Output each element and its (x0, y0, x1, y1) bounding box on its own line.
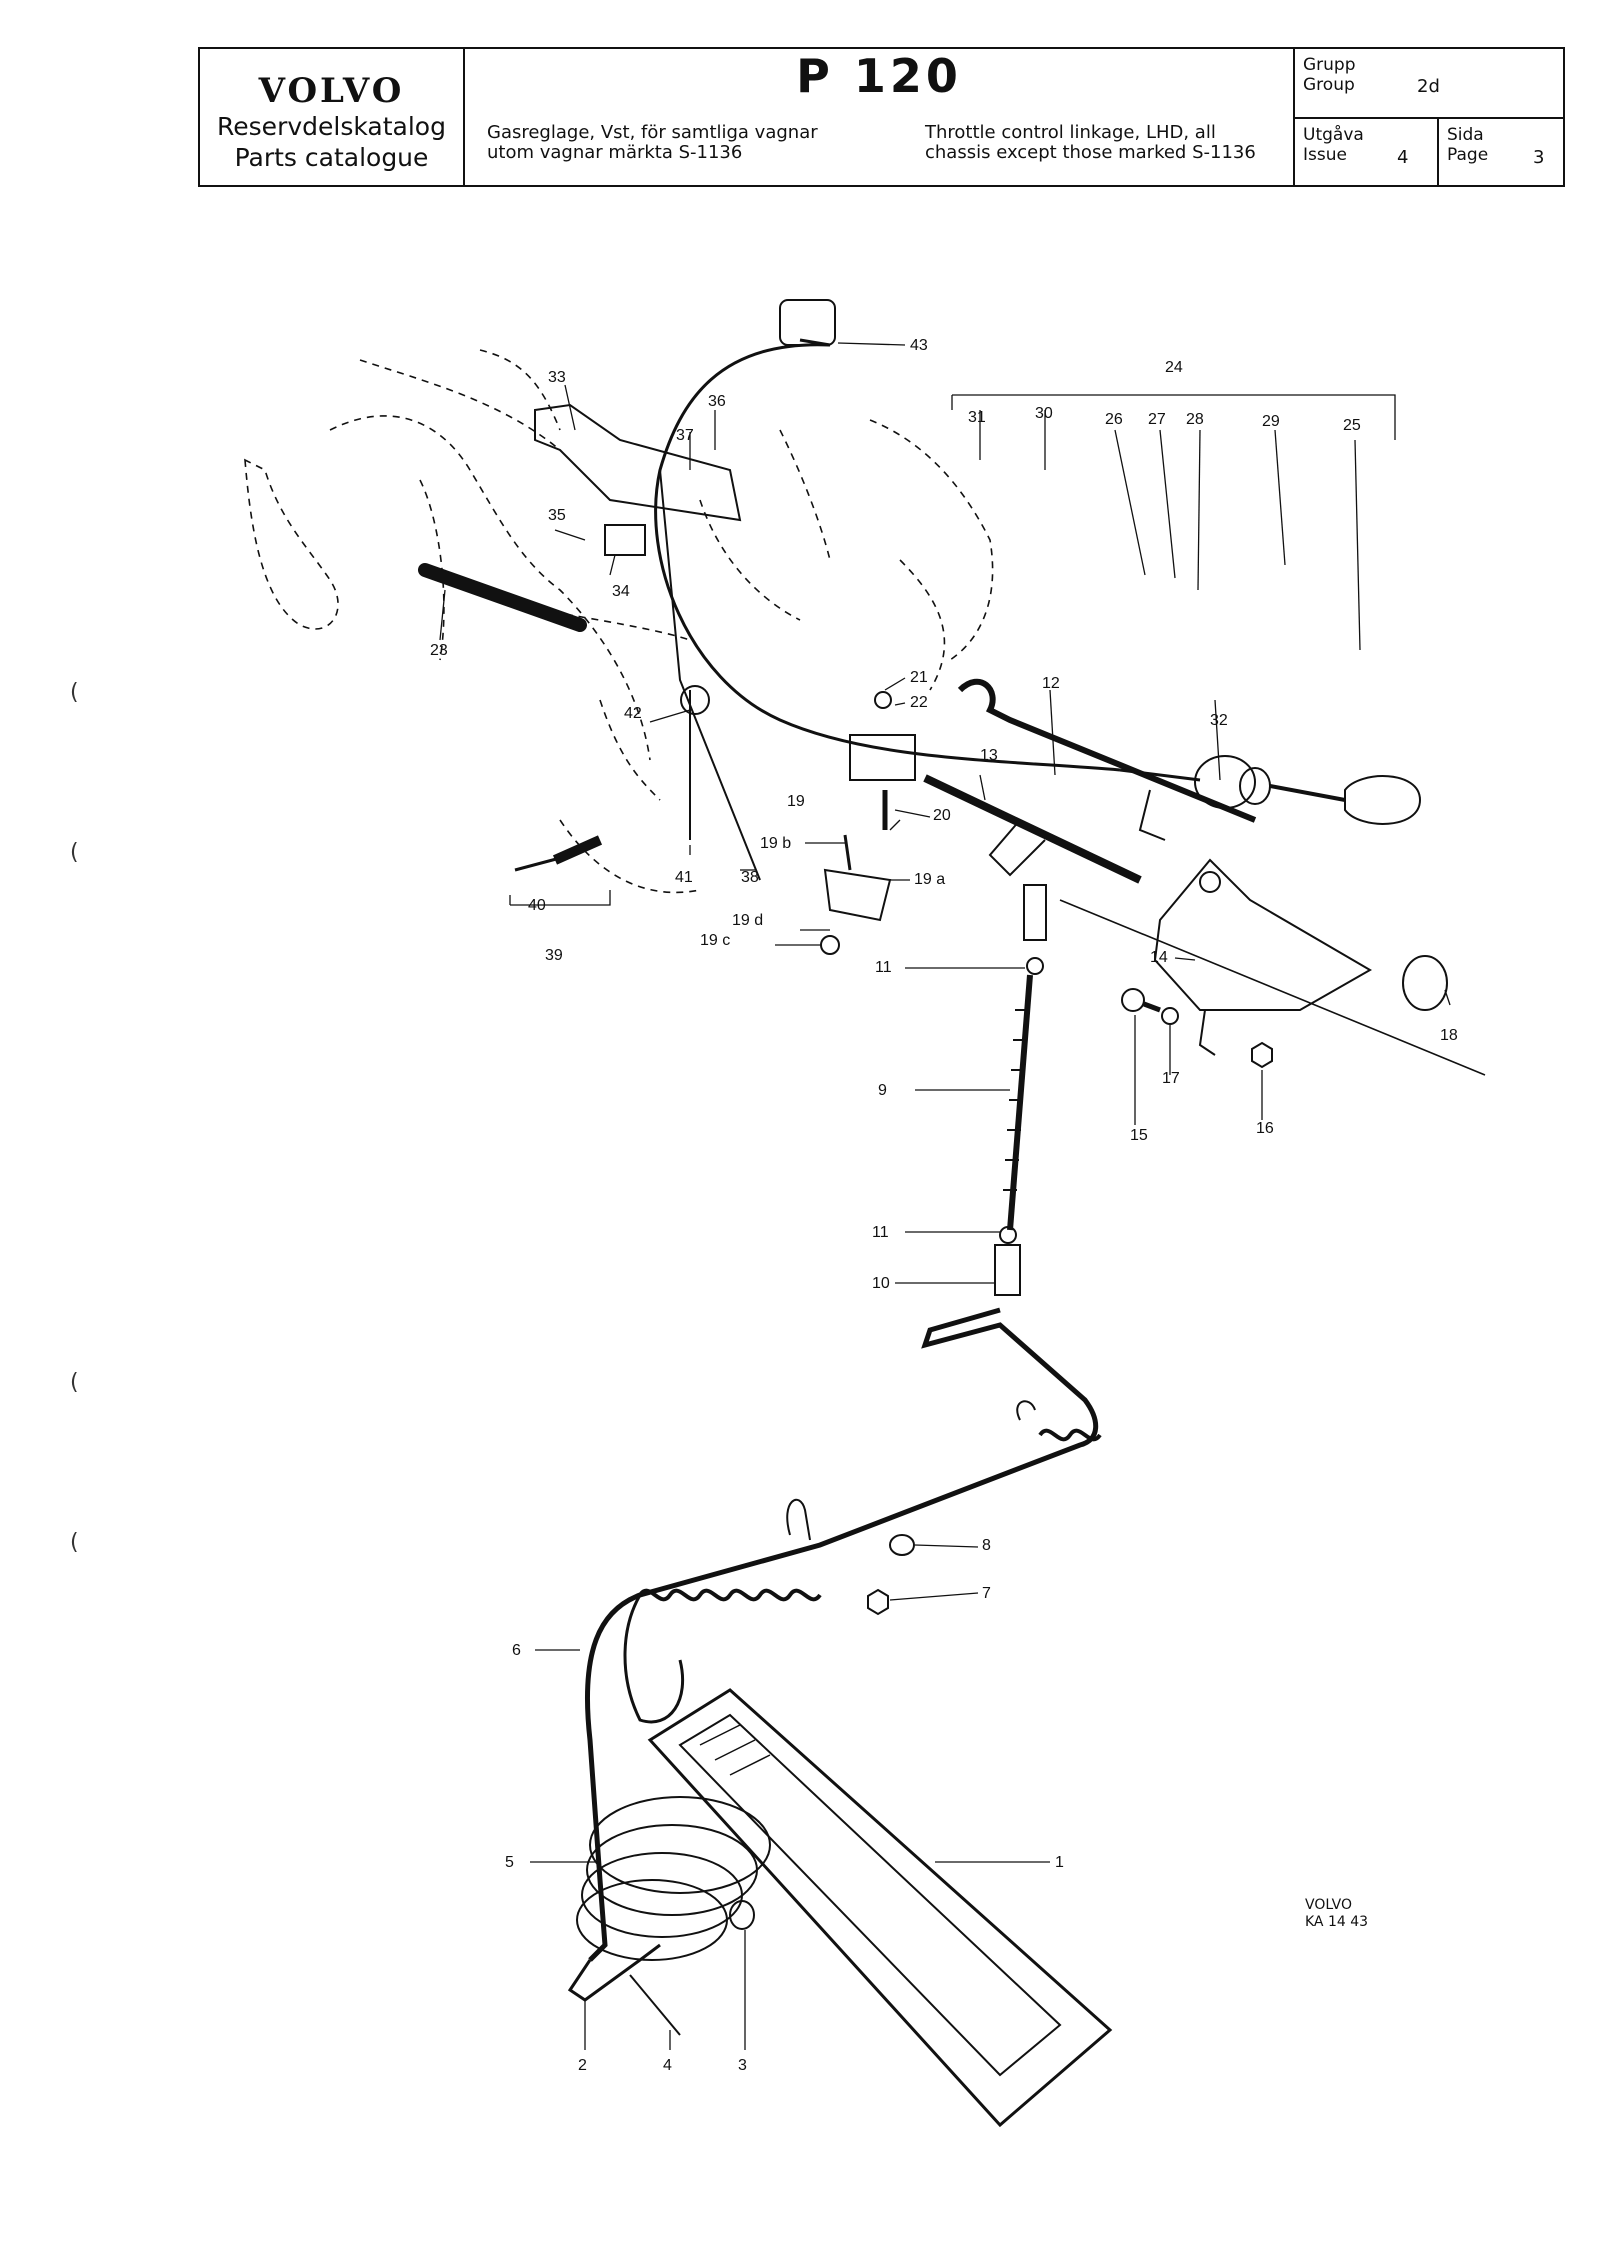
bracket-33 (534, 403, 742, 522)
pedal-pad-1 (647, 1688, 1113, 2128)
rod-23 (418, 563, 587, 632)
group-value: 2d (1417, 76, 1440, 97)
callout-35: 35 (548, 507, 566, 524)
adjusting-rod-9 (1007, 974, 1033, 1231)
title-english: Throttle control linkage, LHD, all chass… (925, 122, 1256, 163)
engine-outline-dashed (244, 349, 994, 894)
callout-38: 38 (741, 869, 759, 886)
clamp-41 (680, 685, 710, 715)
group-label: Grupp Group (1303, 55, 1356, 95)
bracket-2 (567, 1943, 661, 2002)
callout-12: 12 (1042, 675, 1060, 692)
model-name: P 120 (796, 49, 962, 103)
header-table: VOLVO Reservdelskatalog Parts catalogue … (198, 47, 1565, 187)
throttle-cable (654, 343, 1121, 772)
title-swedish: Gasreglage, Vst, för samtliga vagnar uto… (487, 122, 818, 163)
inner-wire (659, 469, 761, 881)
rod-13 (923, 774, 1142, 884)
bracket-19a (823, 868, 892, 922)
callout-14: 14 (1150, 949, 1168, 966)
callout-leaders (439, 342, 1451, 2050)
callout-4: 4 (663, 2057, 672, 2074)
drawing-reference: VOLVO KA 14 43 (1305, 1897, 1369, 1930)
punch-mark: ( (70, 1370, 79, 1395)
callout-8: 8 (982, 1537, 991, 1554)
callout-16: 16 (1256, 1120, 1274, 1137)
page-value: 3 (1533, 147, 1545, 168)
fitting-39 (552, 835, 603, 865)
callout-32: 32 (1210, 712, 1228, 729)
callout-29: 29 (1262, 413, 1280, 430)
cable-end-knob (779, 299, 836, 346)
callout-22: 22 (910, 694, 928, 711)
callout-19b: 19 b (760, 835, 791, 852)
callout-20: 20 (933, 807, 951, 824)
callout-37: 37 (676, 427, 694, 444)
callout-21: 21 (910, 669, 928, 686)
callout-1: 1 (1055, 1854, 1064, 1871)
callout-3: 3 (738, 2057, 747, 2074)
page-label: Sida Page (1447, 125, 1489, 165)
rubber-boot-5 (589, 1796, 771, 1894)
callout-9: 9 (878, 1082, 887, 1099)
callout-5: 5 (505, 1854, 514, 1871)
pull-knob (1344, 775, 1422, 825)
rod-end-upper (1023, 884, 1047, 941)
callout-19a: 19 a (914, 871, 945, 888)
callout-39: 39 (545, 947, 563, 964)
callout-42: 42 (624, 705, 642, 722)
volvo-logo: VOLVO (258, 71, 405, 111)
title-cell: P 120 Gasreglage, Vst, för samtliga vagn… (465, 49, 1295, 185)
callout-18: 18 (1440, 1027, 1458, 1044)
callout-40: 40 (528, 897, 546, 914)
callout-43: 43 (910, 337, 928, 354)
bracket-14 (1153, 858, 1372, 1011)
callout-13: 13 (980, 747, 998, 764)
rod-12 (957, 678, 1257, 823)
catalog-title-sv: Reservdelskatalog (217, 112, 446, 141)
bearing-19 (849, 734, 916, 781)
punch-mark: ( (70, 840, 79, 865)
rod-end-10 (994, 1244, 1021, 1296)
callout-11: 11 (875, 959, 892, 976)
callout-7: 7 (982, 1585, 991, 1602)
callout-34: 34 (612, 583, 630, 600)
punch-mark: ( (70, 680, 79, 705)
callout-6: 6 (512, 1642, 521, 1659)
callout-19d: 19 d (732, 912, 763, 929)
clip-34 (604, 524, 646, 556)
callout-23: 23 (430, 642, 448, 659)
callout-10: 10 (872, 1275, 890, 1292)
brand-cell: VOLVO Reservdelskatalog Parts catalogue (200, 49, 465, 185)
return-spring (638, 1588, 822, 1602)
callout-24: 24 (1165, 359, 1183, 376)
callout-33: 33 (548, 369, 566, 386)
callout-25: 25 (1343, 417, 1361, 434)
issue-value: 4 (1397, 147, 1409, 168)
callout-27: 27 (1148, 411, 1166, 428)
callout-15: 15 (1130, 1127, 1148, 1144)
callout-11: 11 (872, 1224, 889, 1241)
reference-cell: Grupp Group 2d Utgåva Issue 4 Sida Page … (1295, 49, 1563, 185)
callout-30: 30 (1035, 405, 1053, 422)
callout-2: 2 (578, 2057, 587, 2074)
callout-31: 31 (968, 409, 986, 426)
issue-label: Utgåva Issue (1303, 125, 1364, 165)
callout-36: 36 (708, 393, 726, 410)
callout-19c: 19 c (700, 932, 730, 949)
callout-17: 17 (1162, 1070, 1180, 1087)
grommet-18 (1402, 955, 1448, 1011)
callout-26: 26 (1105, 411, 1123, 428)
callout-41: 41 (675, 869, 693, 886)
callout-28: 28 (1186, 411, 1204, 428)
punch-mark: ( (70, 1530, 79, 1555)
catalog-title-en: Parts catalogue (234, 143, 429, 172)
callout-19: 19 (787, 793, 805, 810)
